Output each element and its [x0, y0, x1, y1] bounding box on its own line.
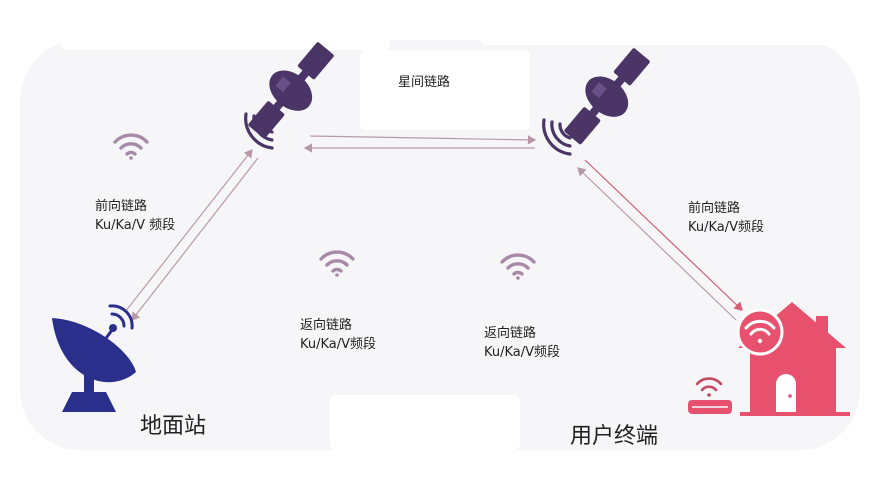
inter-satellite-link-label: 星间链路	[398, 75, 451, 90]
background-shape	[360, 50, 530, 130]
right-forward-link	[584, 159, 743, 311]
wifi-icon	[319, 250, 355, 277]
background-shape	[480, 0, 850, 45]
link-lines	[124, 135, 743, 321]
satellite-icon	[248, 42, 334, 139]
return-link-right-label: 返向链路 Ku/Ka/V频段	[484, 324, 560, 362]
return-right-line2: Ku/Ka/V频段	[484, 345, 561, 360]
left-forward-line1: 前向链路	[95, 199, 148, 214]
left-return-link	[131, 157, 259, 321]
router-icon	[688, 377, 732, 414]
left-forward-link	[124, 149, 253, 313]
left-forward-link-label: 前向链路 Ku/Ka/V 频段	[95, 197, 175, 235]
right-forward-link-label: 前向链路 Ku/Ka/V频段	[688, 199, 764, 237]
satellite-signal-icon	[244, 112, 274, 150]
background-shape	[330, 395, 520, 450]
return-right-line1: 返向链路	[484, 326, 537, 341]
ground-station-label: 地面站	[140, 414, 207, 439]
return-left-line1: 返向链路	[300, 318, 353, 333]
ground-dish-icon	[52, 318, 136, 412]
user-terminal-label: 用户终端	[570, 424, 659, 449]
house-icon	[736, 302, 850, 416]
wifi-icon	[500, 253, 536, 280]
right-forward-line2: Ku/Ka/V频段	[688, 220, 765, 235]
dish-signal-icon	[108, 304, 134, 330]
left-forward-line2: Ku/Ka/V 频段	[95, 218, 176, 233]
wifi-icon	[113, 133, 149, 160]
right-forward-line1: 前向链路	[688, 201, 741, 216]
return-link-left-label: 返向链路 Ku/Ka/V频段	[300, 316, 376, 354]
inter-satellite-link-forward	[309, 135, 537, 145]
background-shape	[60, 10, 390, 50]
right-return-link	[577, 167, 737, 321]
return-left-line2: Ku/Ka/V频段	[300, 337, 377, 352]
satellite-icon	[564, 48, 650, 145]
satellite-signal-icon	[542, 118, 572, 156]
